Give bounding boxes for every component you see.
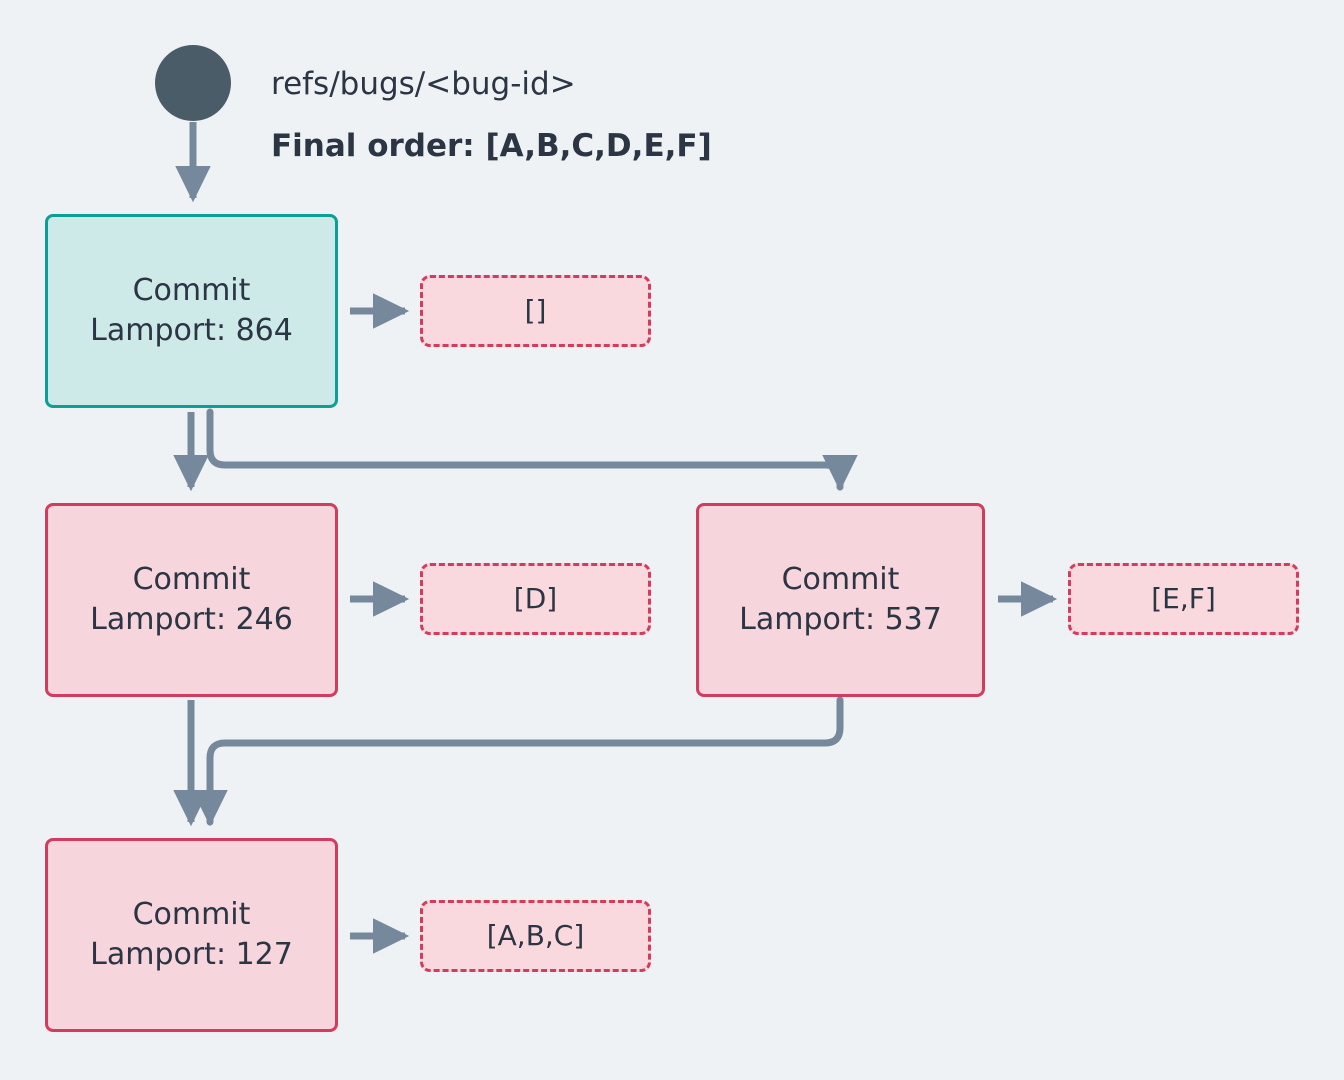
edge-commit-537-to-commit-127 bbox=[192, 696, 844, 827]
tag-node-d[interactable]: [D] bbox=[420, 563, 651, 635]
commit-node-127[interactable]: Commit Lamport: 127 bbox=[45, 838, 338, 1032]
tag-node-ef[interactable]: [E,F] bbox=[1068, 563, 1299, 635]
commit-537-title: Commit bbox=[781, 562, 900, 598]
tag-abc-label: [A,B,C] bbox=[486, 918, 585, 952]
commit-864-lamport: Lamport: 864 bbox=[90, 313, 293, 348]
tag-node-abc[interactable]: [A,B,C] bbox=[420, 900, 651, 972]
commit-127-title: Commit bbox=[132, 897, 251, 933]
commit-246-lamport: Lamport: 246 bbox=[90, 602, 293, 637]
start-dot[interactable] bbox=[155, 45, 231, 121]
ref-label: refs/bugs/<bug-id> bbox=[271, 66, 576, 102]
commit-node-246[interactable]: Commit Lamport: 246 bbox=[45, 503, 338, 697]
commit-246-title: Commit bbox=[132, 562, 251, 598]
tag-ef-label: [E,F] bbox=[1151, 581, 1216, 615]
commit-node-864[interactable]: Commit Lamport: 864 bbox=[45, 214, 338, 408]
tag-node-empty[interactable]: [] bbox=[420, 275, 651, 347]
commit-537-lamport: Lamport: 537 bbox=[739, 602, 942, 637]
tag-d-label: [D] bbox=[513, 581, 558, 615]
tag-empty-label: [] bbox=[524, 293, 547, 327]
final-order-label: Final order: [A,B,C,D,E,F] bbox=[271, 128, 712, 164]
edge-commit-864-to-commit-537 bbox=[206, 408, 858, 492]
commit-node-537[interactable]: Commit Lamport: 537 bbox=[696, 503, 985, 697]
commit-127-lamport: Lamport: 127 bbox=[90, 937, 293, 972]
commit-864-title: Commit bbox=[132, 273, 251, 309]
